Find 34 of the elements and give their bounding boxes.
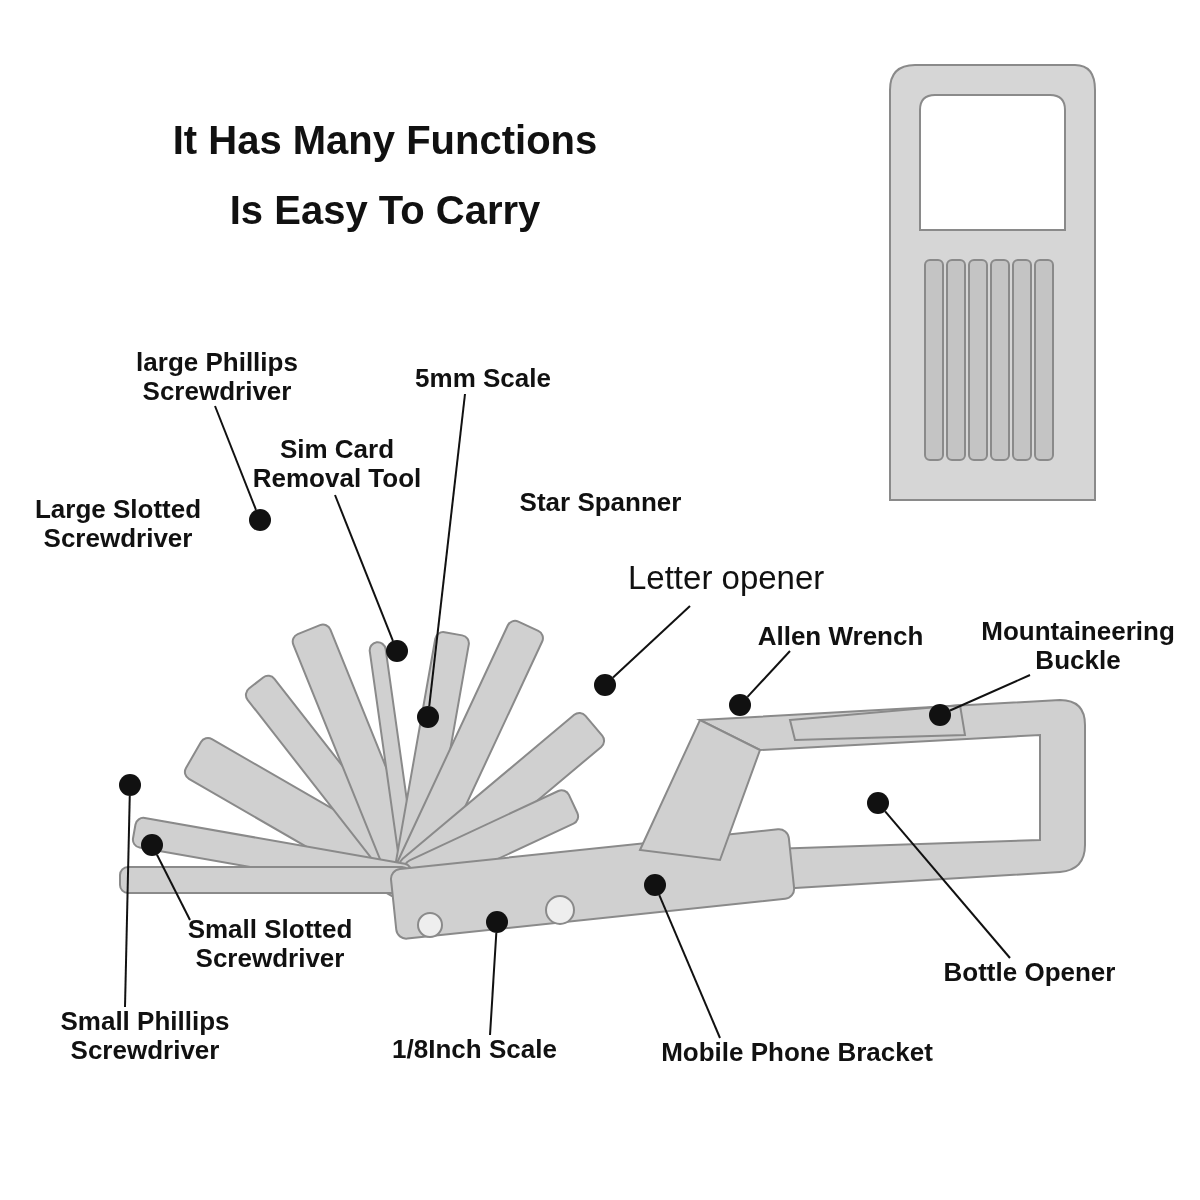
marker-dot — [141, 834, 163, 856]
callout-label: 1/8Inch Scale — [372, 1035, 577, 1064]
part-label: Star Spanner — [518, 488, 683, 517]
callout-label: Bottle Opener — [922, 958, 1137, 987]
callout-label: 5mm Scale — [398, 364, 568, 393]
callout-label: Allen Wrench — [738, 622, 943, 651]
leader-line — [949, 674, 1031, 712]
callout-label: large Phillips Screwdriver — [112, 348, 322, 406]
leader-line — [658, 894, 721, 1039]
leader-line — [612, 605, 691, 679]
callout-label: Mobile Phone Bracket — [632, 1038, 962, 1067]
leader-line — [746, 650, 791, 698]
callout-label: Small Slotted Screwdriver — [170, 915, 370, 973]
leader-line — [428, 393, 466, 708]
callout-label: Sim Card Removal Tool — [232, 435, 442, 493]
leader-line — [124, 795, 131, 1008]
leader-line — [489, 932, 498, 1036]
marker-dot — [594, 674, 616, 696]
marker-dot — [729, 694, 751, 716]
marker-dot — [867, 792, 889, 814]
marker-dot — [417, 706, 439, 728]
leader-line — [334, 494, 394, 642]
marker-dot — [249, 509, 271, 531]
marker-dot — [929, 704, 951, 726]
leader-line — [155, 853, 191, 921]
marker-dot — [386, 640, 408, 662]
callout-label: Mountaineering Buckle — [958, 617, 1198, 675]
callout-label: Small Phillips Screwdriver — [40, 1007, 250, 1065]
title: It Has Many Functions Is Easy To Carry — [171, 117, 599, 234]
part-label: Large Slotted Screwdriver — [33, 495, 203, 553]
marker-dot — [486, 911, 508, 933]
leader-line — [214, 405, 257, 511]
marker-dot — [119, 774, 141, 796]
leader-line — [884, 810, 1011, 959]
